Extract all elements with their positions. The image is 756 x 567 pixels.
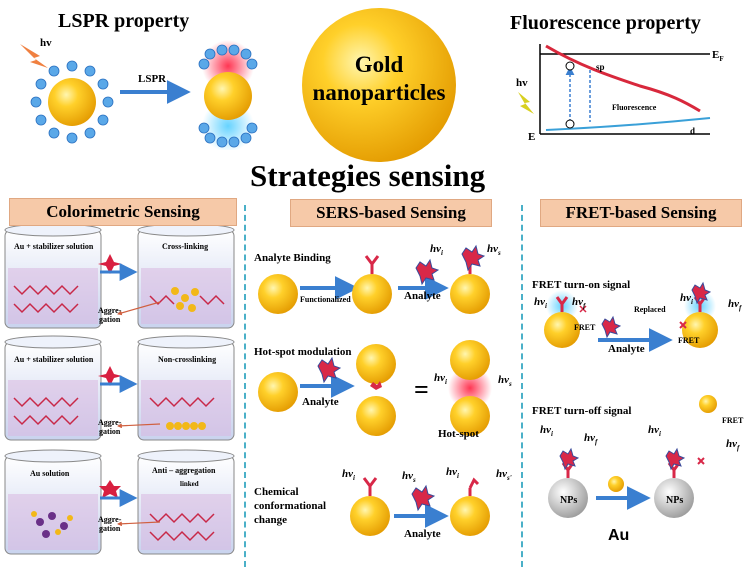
strategies-title: Strategies sensing: [250, 158, 486, 193]
replaced-label: Replaced: [634, 305, 666, 314]
gold-particle: [682, 312, 718, 348]
sers-hv-i-2: hvi: [434, 372, 447, 387]
sers-hv-i-4: hvi: [446, 466, 459, 481]
chemical-label-line3: change: [254, 514, 287, 526]
au-label: Au: [608, 527, 630, 544]
beaker-label-1-left: Au + stabilizer solution: [14, 242, 94, 251]
fret-hv-f-1: hvf: [572, 296, 586, 311]
colorimetric-row-2: [4, 335, 235, 441]
sp-band-curve: [545, 44, 701, 113]
nps-label-2: NPs: [666, 495, 684, 506]
beaker-label-2-right: Non-crosslinking: [158, 355, 217, 364]
sers-hv-s-1: hvs: [487, 243, 501, 258]
sers-header: SERS-based Sensing: [290, 199, 492, 227]
equals-sign: =: [414, 375, 429, 404]
gold-particle: [699, 395, 717, 413]
gold-particle: [450, 496, 490, 536]
lspr-illustration: hv LSPR: [20, 37, 258, 150]
polarized-charges: [198, 44, 258, 148]
svg-text:E: E: [528, 131, 535, 143]
fret-label-2: FRET: [678, 336, 700, 345]
nps-label-1: NPs: [560, 495, 578, 506]
gold-particle: [450, 340, 490, 380]
svg-text:sp: sp: [596, 62, 605, 72]
fret-illustration: [544, 281, 718, 518]
sers-illustration: [258, 244, 492, 536]
fret-label-3: FRET: [722, 416, 744, 425]
functionalized-label: Functionalized: [300, 295, 351, 304]
fret-label-1: FRET: [574, 323, 596, 332]
lightning-icon: [20, 44, 48, 68]
np-sphere: [654, 478, 694, 518]
fret-hv-i-2: hvi: [680, 292, 693, 307]
fret-hv-i-1: hvi: [534, 296, 547, 311]
gold-particle: [258, 274, 298, 314]
gold-particle: [450, 396, 490, 436]
chemical-label-line1: Chemical: [254, 486, 299, 498]
gold-particle: [544, 312, 580, 348]
hv-label: hv: [40, 37, 52, 49]
gold-particle: [48, 78, 96, 126]
sers-analyte-label-3: Analyte: [404, 528, 441, 540]
sers-hv-s-4: hvs': [496, 468, 512, 483]
aggregation-label-1: Aggre- gation: [98, 306, 122, 324]
colorimetric-illustration: [4, 226, 235, 555]
d-band-curve: [545, 117, 711, 131]
lightning-icon: [518, 92, 534, 114]
beaker-label-2-left: Au + stabilizer solution: [14, 355, 94, 364]
fret-turn-off-label: FRET turn-off signal: [532, 405, 632, 417]
gold-particle: [450, 274, 490, 314]
center-title-line1: Gold: [354, 52, 404, 77]
colorimetric-row-1: [4, 226, 235, 329]
chemical-label-line2: conformational: [254, 500, 327, 512]
analyte-binding-label: Analyte Binding: [254, 252, 331, 264]
svg-text:EF: EF: [712, 49, 724, 63]
svg-text:d: d: [690, 126, 695, 136]
hotspot-label: Hot-spot: [438, 428, 479, 440]
fret-hv-f-4: hvf: [726, 438, 740, 453]
fret-analyte-label: Analyte: [608, 343, 645, 355]
colorimetric-row-3: [4, 449, 235, 555]
aggregation-label-3: Aggre- gation: [98, 515, 122, 533]
sers-hv-s-3: hvs: [402, 470, 416, 485]
polarized-gold-particle: [204, 72, 252, 120]
sers-hv-s-2: hvs: [498, 374, 512, 389]
fret-hv-i-4: hvi: [648, 424, 661, 439]
svg-text:Fluorescence: Fluorescence: [612, 103, 657, 112]
sers-analyte-label-2: Analyte: [302, 396, 339, 408]
fret-hv-f-2: hvf: [728, 298, 742, 313]
center-title-line2: nanoparticles: [312, 80, 446, 105]
sers-hv-i-1: hvi: [430, 243, 443, 258]
fret-turn-on-label: FRET turn-on signal: [532, 279, 631, 291]
fret-hv-i-3: hvi: [540, 424, 553, 439]
hotspot-modulation-label: Hot-spot modulation: [254, 346, 352, 358]
gold-particle: [356, 396, 396, 436]
divider-right: [521, 205, 523, 567]
charge-ring: [30, 60, 114, 144]
gold-particle: [352, 274, 392, 314]
fret-hv-f-3: hvf: [584, 432, 598, 447]
gold-particle: [356, 344, 396, 384]
beaker-label-3-right: Anti – aggregation: [152, 466, 216, 475]
aggregation-label-2: Aggre- gation: [98, 418, 122, 436]
fret-header: FRET-based Sensing: [540, 199, 742, 227]
gold-particle: [350, 496, 390, 536]
colorimetric-header: Colorimetric Sensing: [9, 198, 237, 226]
sers-analyte-label-1: Analyte: [404, 290, 441, 302]
beaker-label-1-right: Cross-linking: [162, 242, 209, 251]
gold-particle: [258, 372, 298, 412]
lspr-title: LSPR property: [58, 10, 190, 32]
beaker-label-3-left: Au solution: [30, 469, 70, 478]
np-sphere: [548, 478, 588, 518]
center-gold-sphere: [302, 8, 456, 162]
divider-left: [244, 205, 246, 567]
gold-particle: [608, 476, 624, 492]
sers-hv-i-3: hvi: [342, 468, 355, 483]
fluorescence-title: Fluorescence property: [510, 12, 701, 34]
svg-text:hv: hv: [516, 77, 528, 89]
fluorescence-band-diagram: EF E sp d Fluorescence hv: [516, 44, 724, 143]
lspr-arrow-label: LSPR: [138, 73, 167, 85]
linked-label: linked: [180, 480, 199, 488]
